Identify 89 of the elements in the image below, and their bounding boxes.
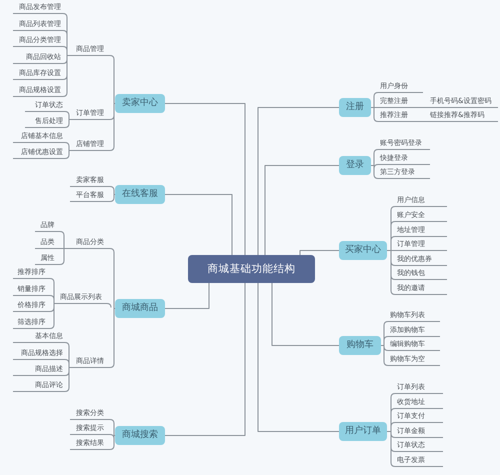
branch-line bbox=[50, 324, 54, 329]
branch-trunk bbox=[66, 17, 70, 93]
branch-line bbox=[384, 346, 388, 351]
branch-line bbox=[110, 55, 114, 60]
branch-trunk bbox=[114, 252, 116, 364]
branch-line bbox=[164, 282, 246, 436]
branch-line bbox=[374, 164, 378, 169]
branch-line bbox=[64, 387, 70, 392]
topic-box: 卖家中心 bbox=[115, 94, 165, 113]
branch-line bbox=[390, 236, 396, 241]
topic-box: 购物车 bbox=[339, 336, 381, 355]
branch-line bbox=[390, 422, 396, 427]
branch-trunk bbox=[386, 397, 392, 463]
branch-line bbox=[60, 231, 64, 236]
branch-trunk bbox=[370, 96, 374, 118]
branch-trunk bbox=[114, 190, 116, 198]
branch-line bbox=[64, 142, 70, 147]
branch-line bbox=[390, 290, 396, 295]
branch-trunk bbox=[54, 282, 56, 325]
branch-line bbox=[390, 206, 396, 211]
branch-line bbox=[390, 433, 396, 438]
branch-line bbox=[50, 295, 54, 300]
branch-line bbox=[374, 92, 378, 97]
branch-line bbox=[64, 371, 70, 376]
branch-line bbox=[164, 194, 232, 256]
branch-line bbox=[384, 336, 388, 341]
branch-line bbox=[390, 408, 396, 413]
branch-line bbox=[390, 393, 396, 398]
branch-line bbox=[390, 275, 396, 280]
branch-line bbox=[390, 462, 396, 467]
topic-box: 商城搜索 bbox=[115, 426, 165, 445]
branch-trunk bbox=[370, 153, 374, 175]
branch-line bbox=[62, 75, 68, 80]
branch-line bbox=[258, 282, 340, 432]
branch-line bbox=[374, 117, 378, 122]
branch-line bbox=[390, 447, 396, 452]
branch-line bbox=[110, 363, 114, 368]
branch-line bbox=[62, 59, 68, 64]
topic-box: 买家中心 bbox=[339, 241, 387, 260]
branch-line bbox=[384, 321, 388, 326]
branch-line bbox=[64, 342, 70, 347]
branch-line bbox=[62, 92, 68, 97]
branch-line bbox=[64, 359, 70, 364]
branch-trunk bbox=[114, 423, 116, 446]
branch-line bbox=[110, 115, 114, 120]
branch-line bbox=[50, 278, 54, 283]
branch-line bbox=[110, 197, 114, 202]
branch-line bbox=[110, 419, 114, 424]
branch-trunk bbox=[68, 346, 70, 388]
branch-line bbox=[64, 111, 70, 116]
topic-box: 登录 bbox=[339, 156, 371, 175]
branch-line bbox=[60, 248, 70, 249]
branch-line bbox=[374, 174, 378, 179]
topic-box: 在线客服 bbox=[115, 185, 165, 204]
branch-line bbox=[370, 107, 378, 108]
branch-line bbox=[64, 123, 70, 128]
branch-line bbox=[390, 221, 396, 226]
topic-box: 用户订单 bbox=[339, 422, 387, 441]
branch-trunk bbox=[68, 115, 70, 124]
branch-line bbox=[390, 261, 396, 266]
branch-trunk bbox=[114, 59, 116, 147]
branch-line bbox=[258, 107, 340, 256]
branch-line bbox=[422, 107, 428, 108]
branch-line bbox=[422, 121, 428, 122]
branch-line bbox=[110, 186, 114, 191]
branch-line bbox=[110, 434, 114, 439]
branch-line bbox=[264, 165, 340, 256]
branch-line bbox=[106, 303, 112, 308]
branch-line bbox=[384, 361, 388, 366]
branch-trunk bbox=[380, 325, 384, 362]
branch-line bbox=[62, 30, 68, 35]
branch-line bbox=[64, 154, 70, 159]
branch-line bbox=[272, 282, 340, 346]
branch-line bbox=[300, 250, 340, 256]
branch-line bbox=[110, 248, 114, 253]
root-box: 商城基础功能结构 bbox=[188, 255, 315, 283]
branch-line bbox=[386, 250, 396, 251]
branch-line bbox=[50, 307, 54, 312]
branch-line bbox=[60, 260, 64, 265]
branch-trunk bbox=[68, 146, 70, 155]
branch-line bbox=[164, 282, 210, 309]
topic-box: 注册 bbox=[339, 98, 371, 117]
branch-line bbox=[374, 149, 378, 154]
branch-line bbox=[62, 13, 68, 18]
topic-box: 商城商品 bbox=[115, 299, 165, 318]
branch-line bbox=[110, 445, 114, 450]
branch-line bbox=[164, 103, 246, 256]
branch-line bbox=[62, 46, 68, 51]
branch-line bbox=[110, 146, 114, 151]
